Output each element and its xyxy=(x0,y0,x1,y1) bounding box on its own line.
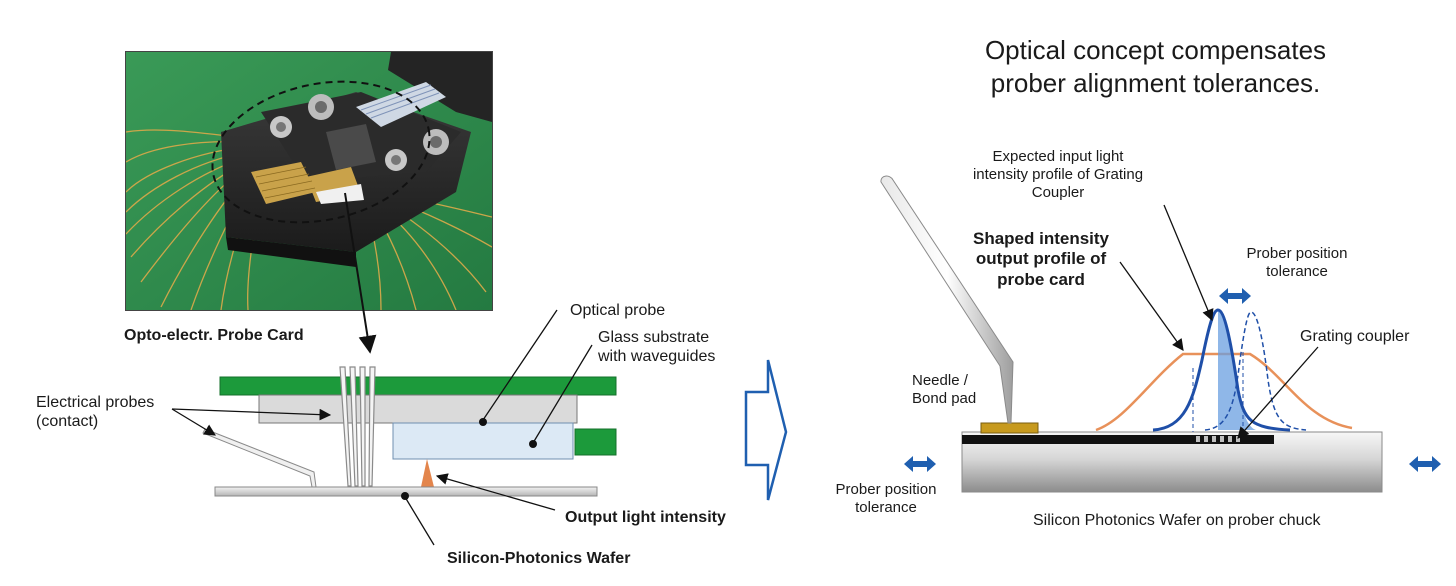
shaped-profile-curve xyxy=(1095,352,1353,432)
tolerance-arrow-left xyxy=(904,456,936,472)
angled-probe xyxy=(202,428,317,488)
pcb-layer xyxy=(219,376,617,396)
grating-teeth xyxy=(1196,436,1240,442)
probe-card-label: Opto-electr. Probe Card xyxy=(124,327,304,344)
transition-arrow xyxy=(744,359,788,501)
elec-leader-2 xyxy=(171,408,217,436)
glass-substrate-label: Glass substrate with waveguides xyxy=(598,329,716,366)
vertical-needles xyxy=(339,366,376,487)
shifted-profile-curve xyxy=(1204,311,1307,431)
output-leader xyxy=(435,473,556,511)
overlap-fill xyxy=(1218,310,1256,430)
tolerance-arrow-top xyxy=(1219,288,1251,304)
wafer-leader xyxy=(404,496,435,546)
bond-pad xyxy=(980,422,1039,434)
glass-substrate xyxy=(392,422,574,460)
output-light-label: Output light intensity xyxy=(565,509,726,526)
shaped-leader xyxy=(1119,261,1184,351)
needle-label: Needle / Bond pad xyxy=(912,372,977,407)
tolerance-arrow-right xyxy=(1409,456,1441,472)
optical-probe-label: Optical probe xyxy=(570,302,666,319)
wafer-label: Silicon-Photonics Wafer xyxy=(447,550,631,567)
pcb-side-block xyxy=(574,428,617,456)
shaped-profile-label: Shaped intensity output profile of probe… xyxy=(972,229,1110,289)
prober-tolerance-left-label: Prober position tolerance xyxy=(835,481,937,516)
page-title: Optical concept compensates prober align… xyxy=(984,35,1327,98)
light-cone xyxy=(421,459,434,487)
electrical-probes-label: Electrical probes (contact) xyxy=(36,394,155,431)
probe-card-photo xyxy=(125,51,493,311)
expected-profile-label: Expected input light intensity profile o… xyxy=(972,148,1144,201)
wafer-chuck-label: Silicon Photonics Wafer on prober chuck xyxy=(1033,512,1321,529)
elec-leader-1 xyxy=(171,408,332,421)
grating-leader xyxy=(1237,346,1319,439)
grating-coupler-label: Grating coupler xyxy=(1300,328,1410,345)
probe-holder xyxy=(258,394,578,424)
photo-to-section-arrow xyxy=(344,192,377,354)
optical-probe-leader xyxy=(482,309,558,421)
wafer-black-layer xyxy=(962,435,1274,444)
prober-tolerance-top-label: Prober position tolerance xyxy=(1246,245,1348,280)
expected-leader xyxy=(1163,204,1214,322)
glass-leader xyxy=(532,344,593,444)
needle xyxy=(880,175,1014,424)
